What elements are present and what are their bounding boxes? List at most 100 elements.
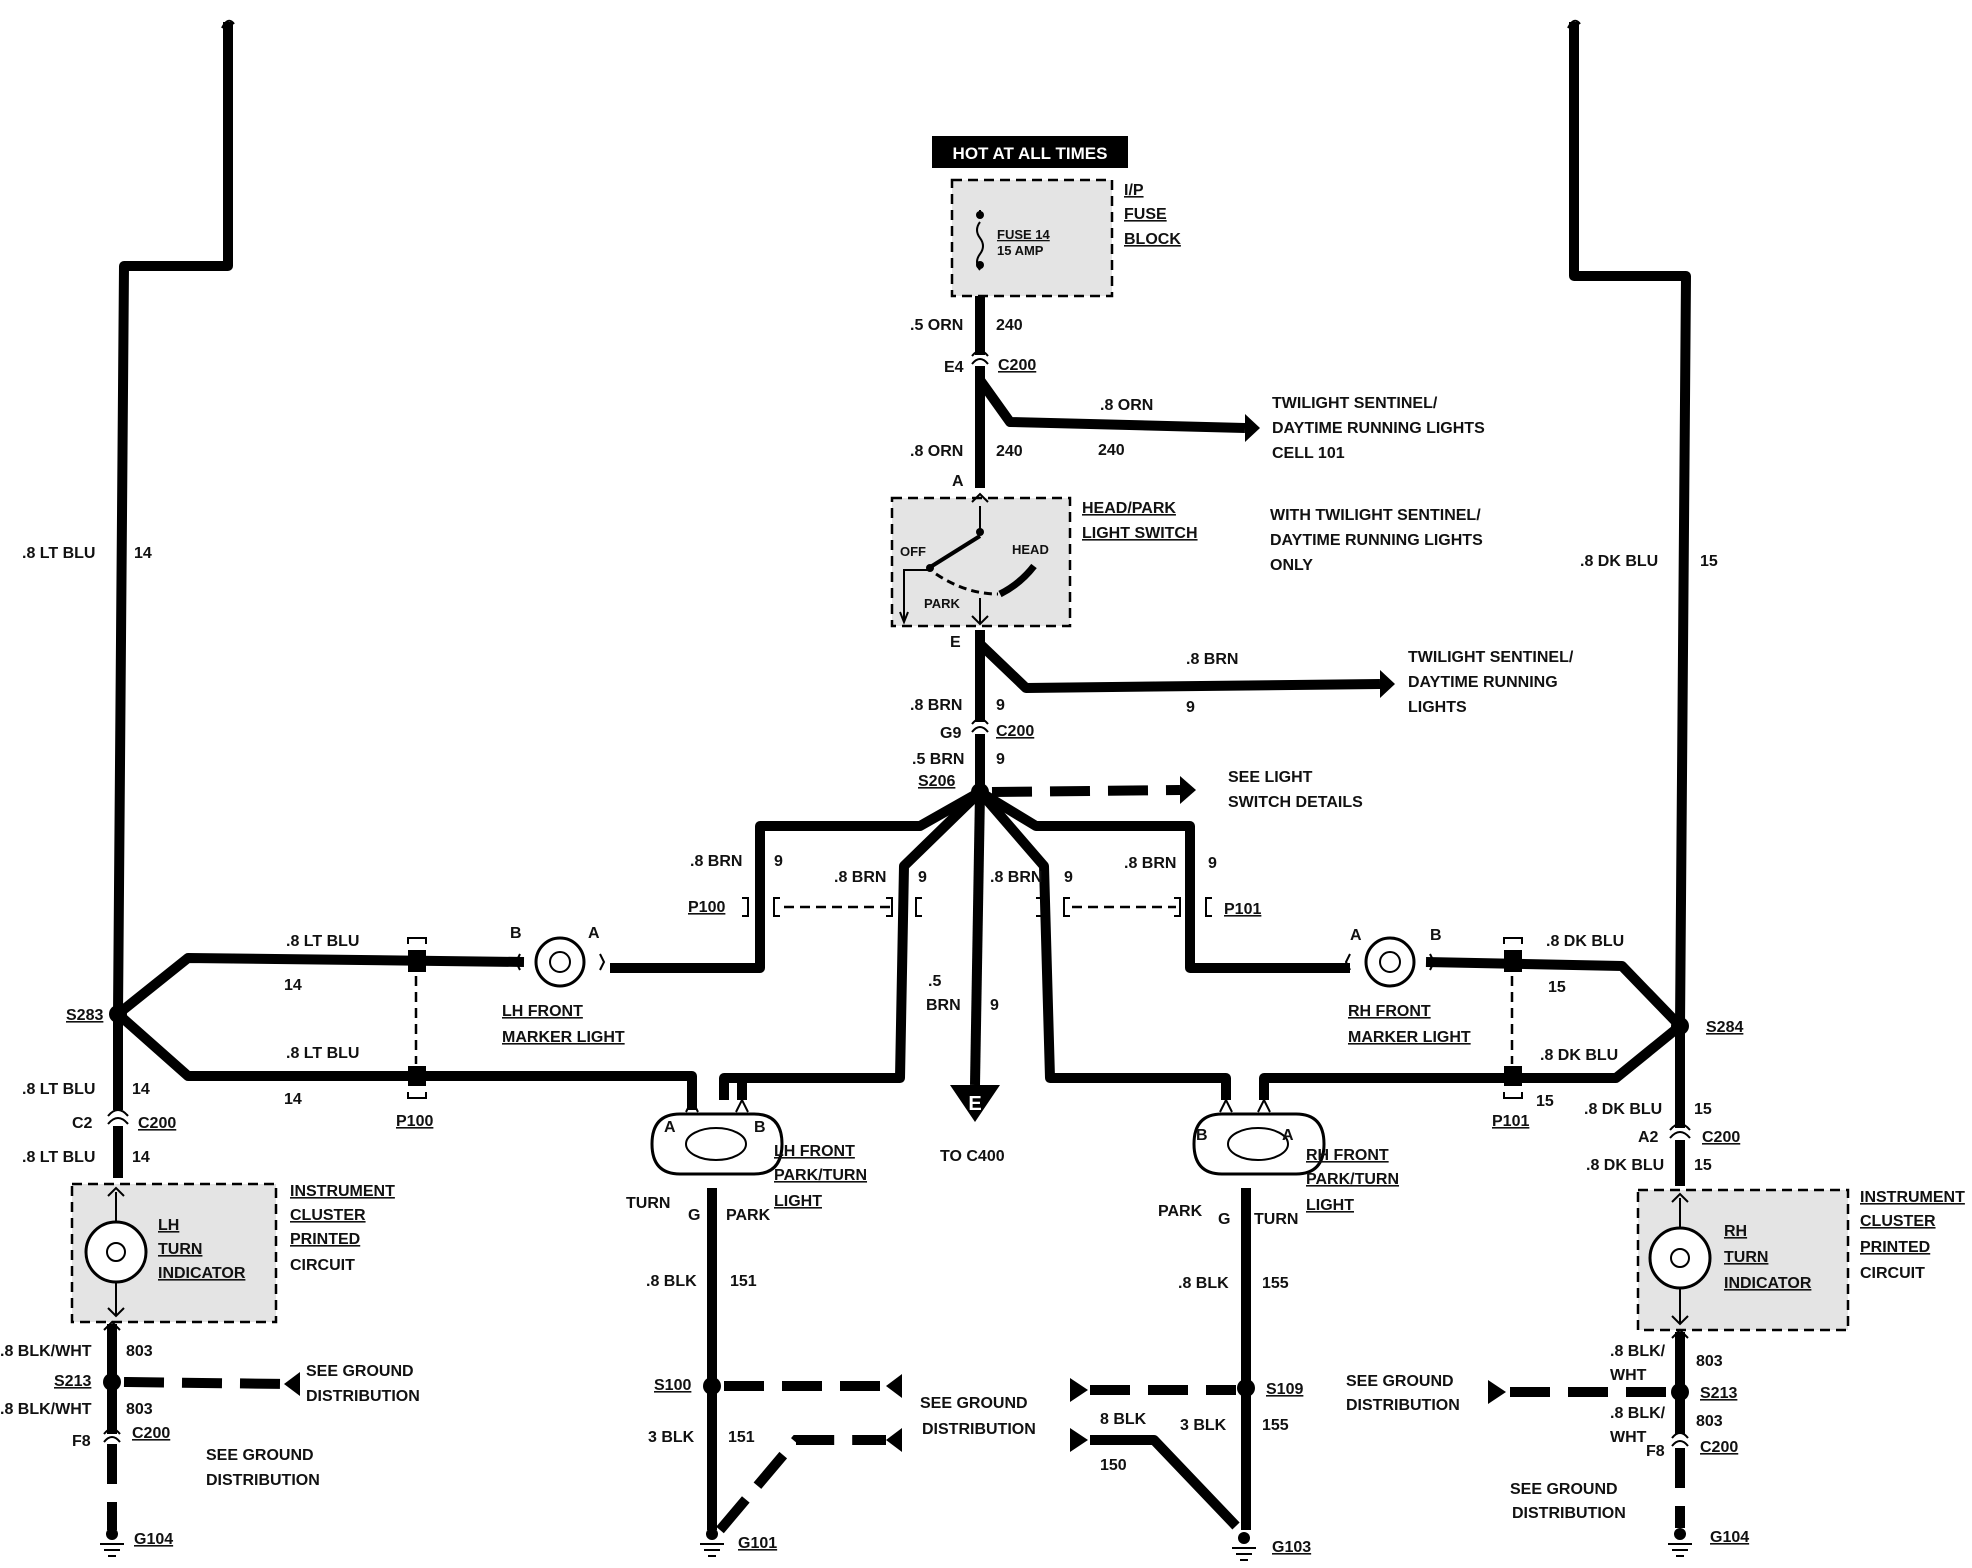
lh-park-pin-b: B bbox=[754, 1119, 766, 1136]
right-marker-label-line1: RH FRONT bbox=[1348, 1003, 1431, 1020]
fuse-block-label-1: I/P bbox=[1124, 182, 1144, 199]
right-conn-pin-f8: F8 bbox=[1646, 1443, 1665, 1460]
right-wire3-circuit: 15 bbox=[1694, 1101, 1712, 1118]
right-top-wire-circuit: 15 bbox=[1700, 553, 1718, 570]
lh-park-label-line1: LH FRONT bbox=[774, 1143, 855, 1160]
right-cluster-line3: PRINTED bbox=[1860, 1239, 1930, 1256]
center-down-color-2: BRN bbox=[926, 997, 961, 1014]
right-see-ground1-line1: SEE GROUND bbox=[1346, 1373, 1454, 1390]
rh-park-wire1-color: .8 BLK bbox=[1178, 1275, 1229, 1292]
power-fuse-line1: FUSE 14 bbox=[997, 227, 1051, 242]
center-brn-b-circuit: 9 bbox=[918, 869, 927, 886]
fuse-block-label-3: BLOCK bbox=[1124, 231, 1181, 248]
right-splice: S284 bbox=[1706, 1019, 1743, 1036]
fuse-block: FUSE 14 15 AMP bbox=[950, 178, 1114, 298]
rh-park-turn: TURN bbox=[1254, 1211, 1298, 1228]
right-lower-branch-color: .8 DK BLU bbox=[1540, 1047, 1618, 1064]
feed-conn-pin-e4: E4 bbox=[944, 359, 964, 376]
feed-wire1-circuit: 240 bbox=[996, 317, 1023, 334]
left-cluster-line1: INSTRUMENT bbox=[290, 1183, 395, 1200]
switch-note-1: WITH TWILIGHT SENTINEL/ bbox=[1270, 507, 1481, 524]
center-p101: P101 bbox=[1224, 901, 1261, 918]
left-conn-c200: C200 bbox=[138, 1115, 176, 1132]
twilight-1-line-2: DAYTIME RUNNING LIGHTS bbox=[1272, 420, 1485, 437]
wire-9-to-c400 bbox=[970, 791, 985, 1086]
rh-park-branch-circuit: 150 bbox=[1100, 1457, 1127, 1474]
right-cluster-line1: INSTRUMENT bbox=[1860, 1189, 1965, 1206]
left-indicator-line3: INDICATOR bbox=[158, 1265, 246, 1282]
left-wire3-circuit: 14 bbox=[132, 1081, 150, 1098]
left-indicator-line1: LH bbox=[158, 1217, 179, 1234]
left-marker-pin-b: B bbox=[510, 925, 522, 942]
feed-branch-color: .8 ORN bbox=[1100, 397, 1153, 414]
center-brn-c-circuit: 9 bbox=[1064, 869, 1073, 886]
center-brn-a-circuit: 9 bbox=[774, 853, 783, 870]
fuse-icon bbox=[976, 221, 984, 271]
twilight-1-line-1: TWILIGHT SENTINEL/ bbox=[1272, 395, 1438, 412]
wire-9-rh-marker bbox=[977, 787, 1350, 973]
switch-pin-a: A bbox=[952, 473, 964, 490]
wire-14-lower-branch bbox=[114, 1010, 697, 1110]
park-out-wire2-circuit: 9 bbox=[996, 751, 1005, 768]
center-brn-c: .8 BRN bbox=[990, 869, 1042, 886]
park-out-see-details-line1: SEE LIGHT bbox=[1228, 769, 1313, 786]
lh-park-label-line2: PARK/TURN bbox=[774, 1167, 867, 1184]
switch-note-3: ONLY bbox=[1270, 557, 1313, 574]
center-brn-d: .8 BRN bbox=[1124, 855, 1176, 872]
left-marker-pin-a: A bbox=[588, 925, 600, 942]
lh-park-ground: G101 bbox=[738, 1535, 777, 1552]
rh-park-label-line3: LIGHT bbox=[1306, 1197, 1354, 1214]
park-out-branch-circuit: 9 bbox=[1186, 699, 1195, 716]
left-cluster-line2: CLUSTER bbox=[290, 1207, 366, 1224]
rh-cluster-box bbox=[1636, 1188, 1850, 1332]
right-lower-branch-circuit: 15 bbox=[1536, 1093, 1554, 1110]
right-marker-pin-b: B bbox=[1430, 927, 1442, 944]
lh-park-wire1-color: .8 BLK bbox=[646, 1273, 697, 1290]
right-conn-c200: C200 bbox=[1702, 1129, 1740, 1146]
right-cluster-line4: CIRCUIT bbox=[1860, 1265, 1925, 1282]
feed-wire2-circuit: 240 bbox=[996, 443, 1023, 460]
park-out-branch-color: .8 BRN bbox=[1186, 651, 1238, 668]
rh-park-pin-a: A bbox=[1282, 1127, 1294, 1144]
lh-park-label-line3: LIGHT bbox=[774, 1193, 822, 1210]
right-conn-pin-a2: A2 bbox=[1638, 1129, 1659, 1146]
switch-label-line2: LIGHT SWITCH bbox=[1082, 525, 1198, 542]
left-lower-branch-circuit: 14 bbox=[284, 1091, 302, 1108]
head-park-switch: OFF HEAD PARK bbox=[890, 492, 1072, 628]
left-marker-label-line1: LH FRONT bbox=[502, 1003, 583, 1020]
rh-park-ground: G103 bbox=[1272, 1539, 1311, 1556]
wire-15-lower-branch bbox=[1350, 1022, 1684, 1083]
left-conn-pin-f8: F8 bbox=[72, 1433, 91, 1450]
wire-9-branch bbox=[976, 640, 1381, 693]
right-gnd-wire1-color-b: WHT bbox=[1610, 1367, 1647, 1384]
wire-9-lh-park bbox=[719, 788, 984, 1100]
lh-turn-indicator: LH TURN INDICATOR bbox=[158, 1217, 246, 1282]
wire-9-lh-marker bbox=[610, 787, 983, 973]
park-out-splice: S206 bbox=[918, 773, 955, 790]
see-ground-center-2: DISTRIBUTION bbox=[922, 1421, 1036, 1438]
park-out-conn-c200: C200 bbox=[996, 723, 1034, 740]
left-see-ground2-line2: DISTRIBUTION bbox=[206, 1472, 320, 1489]
park-out-wire-circuit: 9 bbox=[996, 697, 1005, 714]
park-out-wire-color: .8 BRN bbox=[910, 697, 962, 714]
rh-park-label-line1: RH FRONT bbox=[1306, 1147, 1389, 1164]
rh-park-wire1-circuit: 155 bbox=[1262, 1275, 1289, 1292]
wire-240-branch bbox=[975, 377, 1246, 433]
right-cluster-line2: CLUSTER bbox=[1860, 1213, 1936, 1230]
feed-branch-circuit: 240 bbox=[1098, 442, 1125, 459]
right-splice-s213: S213 bbox=[1700, 1385, 1737, 1402]
right-see-ground2-line1: SEE GROUND bbox=[1510, 1481, 1618, 1498]
right-gnd-wire1-circuit: 803 bbox=[1696, 1353, 1723, 1370]
center-down-circuit: 9 bbox=[990, 997, 999, 1014]
wire-9-rh-park bbox=[976, 788, 1231, 1100]
switch-pin-e: E bbox=[950, 634, 961, 651]
left-see-ground1-line1: SEE GROUND bbox=[306, 1363, 414, 1380]
right-marker-label-line2: MARKER LIGHT bbox=[1348, 1029, 1471, 1046]
left-cluster-line4: CIRCUIT bbox=[290, 1257, 355, 1274]
center-down-color-1: .5 bbox=[928, 973, 941, 990]
lh-park-turn: TURN bbox=[626, 1195, 670, 1212]
lh-park-wire1-circuit: 151 bbox=[730, 1273, 757, 1290]
left-p100: P100 bbox=[396, 1113, 433, 1130]
lh-park-wire2-color: 3 BLK bbox=[648, 1429, 695, 1446]
